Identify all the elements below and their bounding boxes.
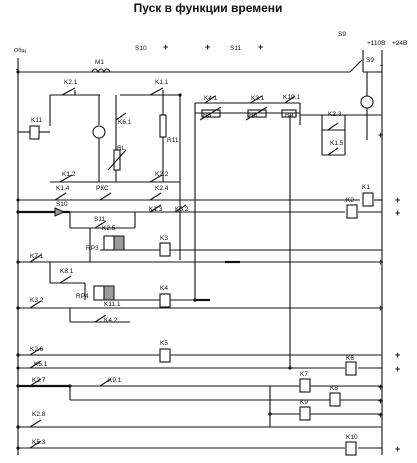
plus-110v-label: +110В [367, 40, 386, 47]
k5-3-label: K5.3 [32, 439, 46, 446]
k3-2-label: K3.2 [30, 297, 44, 304]
k8-coil [329, 392, 341, 407]
k8-1-label: K8.1 [60, 268, 74, 275]
k5-1-label: K5.1 [34, 361, 48, 368]
k6-plus-sign: + [395, 364, 400, 374]
k6-2-label: K6.2 [175, 206, 189, 213]
k10-1-label: K10.1 [283, 94, 300, 101]
k9-plus-sign: + [378, 410, 383, 420]
r3-label: R3 [203, 112, 212, 119]
k6-1-label: K6.1 [118, 119, 132, 126]
k7-label: K7 [300, 371, 308, 378]
k3-coil [159, 242, 171, 257]
k5-coil [159, 348, 171, 363]
k2-plus-sign: + [395, 208, 400, 218]
r11-label: R11 [167, 137, 179, 144]
k3-label: K3 [160, 235, 168, 242]
rkc-label: РКС [96, 185, 109, 192]
rp4-label: RP4 [76, 293, 89, 300]
k10-label: K10 [346, 434, 358, 441]
k4-label: K4 [160, 285, 168, 292]
rl-label: RL [117, 145, 126, 152]
k2-7-label: K2.7 [32, 377, 46, 384]
rp3-relay-contact [113, 235, 125, 251]
s10-label: S10 [56, 201, 68, 208]
s10-plus-sign: + [163, 42, 168, 52]
k9-label: K9 [300, 399, 308, 406]
diagram-title: Пуск в функции времени [134, 1, 283, 15]
k2-4-label: K2.4 [155, 185, 169, 192]
k1-5-plus-sign: + [378, 130, 383, 140]
s10-pushbutton [54, 207, 66, 217]
rail-minus-sign: - [380, 60, 383, 70]
k2-6-label: K2.6 [30, 346, 44, 353]
k2-3-label: K2.3 [328, 111, 342, 118]
k1-4-label: K1.4 [56, 185, 70, 192]
k9-coil [299, 406, 311, 421]
k5-plus-sign: + [395, 350, 400, 360]
k2-8-label: K2.8 [32, 411, 46, 418]
k6-label: K6 [346, 355, 354, 362]
k11-coil [29, 125, 40, 140]
k10-plus-sign: + [395, 444, 400, 454]
k10-coil [345, 441, 357, 456]
k7-coil [299, 378, 311, 393]
r6-label: R6 [249, 112, 258, 119]
rp4-relay-box [93, 285, 105, 301]
k1-coil [362, 192, 374, 207]
k4-2-label: K4.2 [104, 317, 118, 324]
k2-label: K2 [346, 197, 354, 204]
k1-plus-sign: + [395, 195, 400, 205]
k8-label: K8 [330, 385, 338, 392]
m1-motor-coil [91, 68, 111, 74]
k2-2-label: K2.2 [155, 171, 169, 178]
k7-1-label: K7.1 [30, 253, 44, 260]
k6-coil [345, 361, 357, 376]
rp3-label: RP3 [86, 245, 99, 252]
k5-label: K5 [160, 340, 168, 347]
s11-label: S11 [94, 216, 105, 223]
k1-2-label: K1.2 [62, 171, 76, 178]
r11-resistor [159, 114, 167, 138]
motor-symbol [360, 95, 374, 109]
common-minus-sign: - [16, 64, 19, 74]
k8-plus-sign: + [378, 396, 383, 406]
k4-plus-sign: + [378, 303, 383, 313]
k2-1-label: K2.1 [64, 79, 78, 86]
k4-1-label: K4.1 [204, 95, 218, 102]
r9-label: R9 [285, 112, 294, 119]
k2-coil [346, 204, 358, 219]
common-rail-label: Общ [14, 48, 26, 54]
k11-1-label: K11.1 [104, 301, 121, 308]
s11-plus-sign: + [258, 42, 263, 52]
s10-minus-plus-sign: + [205, 42, 210, 52]
k7-plus-sign: + [378, 382, 383, 392]
s9-label: S9 [366, 57, 374, 64]
rp3-relay-box [103, 235, 115, 251]
s9-switch [349, 50, 364, 73]
s10-top-label: S10 [135, 45, 147, 52]
meter-symbol [92, 125, 106, 139]
rp4-relay-contact [103, 285, 115, 301]
k1-1-label: K1.1 [155, 79, 169, 86]
s9-top-label: S9 [338, 31, 346, 38]
junction-dots [16, 70, 292, 450]
row-contacts-top [49, 87, 382, 260]
k3-1-label: K3.1 [251, 95, 265, 102]
k11-label: K11 [31, 117, 42, 124]
s11-top-label: S11 [230, 45, 241, 52]
k3-plus-sign: + [378, 257, 383, 267]
k2-5-label: K2.5 [102, 225, 116, 232]
k4-coil [159, 293, 171, 308]
k1-3-label: K1.3 [149, 206, 163, 213]
k9-1-label: K9.1 [108, 377, 122, 384]
m1-label: M1 [95, 59, 104, 66]
plus-24v-label: +24В [392, 40, 407, 47]
supply-rails [17, 50, 383, 455]
k1-label: K1 [362, 184, 370, 191]
k1-5-label: K1.5 [330, 140, 344, 147]
